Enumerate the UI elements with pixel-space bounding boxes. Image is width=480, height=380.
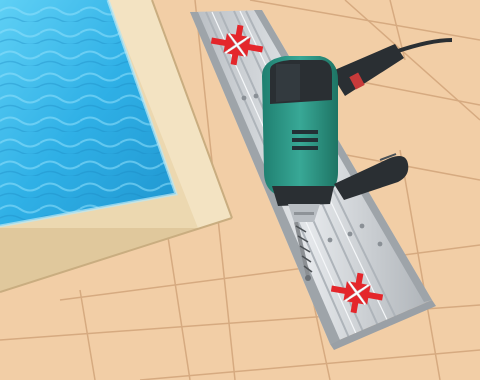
scene-svg [0, 0, 480, 380]
illustration [0, 0, 480, 380]
